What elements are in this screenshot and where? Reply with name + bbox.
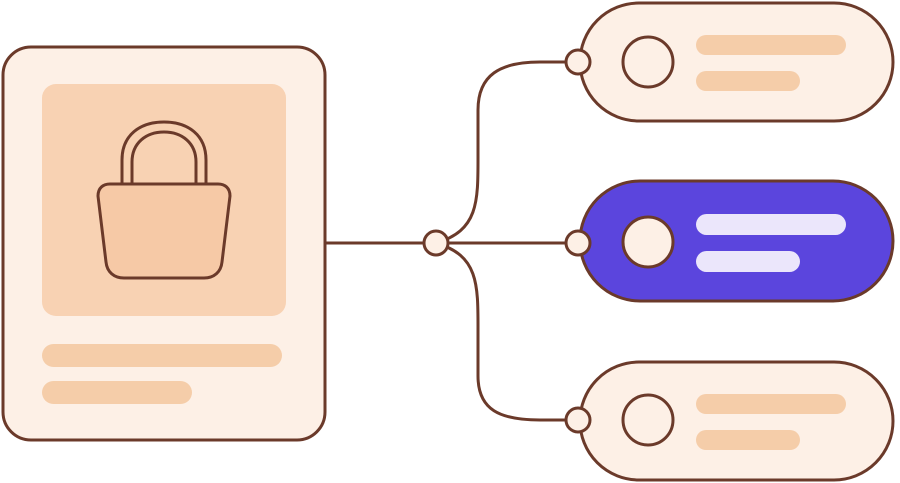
- option-bottom[interactable]: [564, 360, 895, 482]
- product-card[interactable]: [1, 45, 327, 442]
- option-middle-line-1: [696, 214, 846, 235]
- option-top-line-1: [696, 35, 846, 55]
- option-bottom-line-1: [696, 394, 846, 414]
- option-top-line-2: [696, 71, 800, 91]
- hub-node: [422, 229, 450, 257]
- option-top[interactable]: [564, 1, 895, 123]
- option-middle-connector-node: [564, 229, 592, 257]
- product-title-placeholder: [42, 344, 282, 367]
- option-bottom-avatar: [621, 393, 675, 447]
- connector-hub-to-top: [434, 60, 568, 245]
- option-middle[interactable]: [564, 179, 895, 303]
- shopping-bag-icon: [96, 120, 232, 280]
- option-top-connector-node: [564, 48, 592, 76]
- connectors: [324, 60, 568, 422]
- option-bottom-line-2: [696, 430, 800, 450]
- product-subtitle-placeholder: [42, 381, 192, 404]
- connector-hub-to-bottom: [434, 241, 568, 422]
- option-middle-line-2: [696, 251, 800, 272]
- option-top-avatar: [621, 35, 675, 89]
- option-middle-avatar: [621, 215, 675, 269]
- option-bottom-connector-node: [564, 406, 592, 434]
